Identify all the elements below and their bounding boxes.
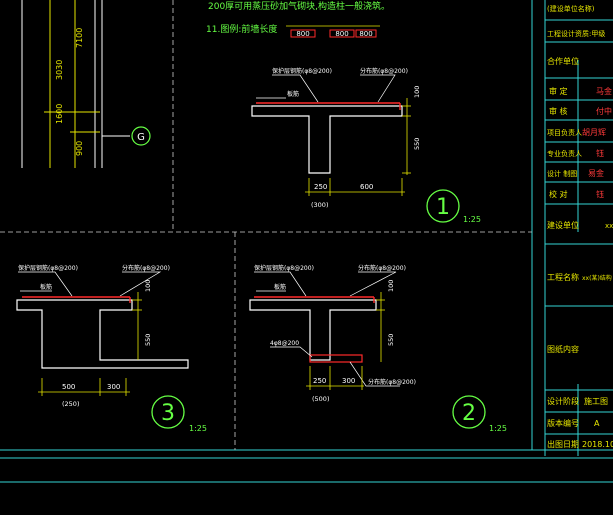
- legend-wall-3: [355, 29, 377, 38]
- detail-2-dim-depth: 550: [387, 334, 395, 346]
- detail-2-label-right: 分布筋(φ8@200): [358, 264, 406, 272]
- detail-2-bottom-rebar: [309, 354, 363, 363]
- detail-1-dim-right: 600: [360, 183, 373, 191]
- plan-dim-900: 900: [75, 141, 84, 156]
- detail-3-leader-left: [18, 271, 73, 297]
- detail-2-number-circle: [452, 395, 486, 429]
- tb-cert: 工程设计资质:甲级: [547, 29, 605, 38]
- detail-3-label-right: 分布筋(φ8@200): [122, 264, 170, 272]
- detail-2-bottom-label: 分布筋(φ8@200): [368, 378, 416, 386]
- legend-wall-1: [290, 29, 316, 38]
- detail-1: 保护层钢筋(φ8@200) 分布筋(φ8@200) 板筋 100 550 250…: [251, 67, 481, 224]
- detail-2-leader-bar: [270, 346, 313, 358]
- tb-label-stage: 设计阶段: [547, 396, 579, 406]
- detail-2: 保护层钢筋(φ8@200) 分布筋(φ8@200) 板筋 4φ8@200 分布筋…: [249, 264, 507, 433]
- detail-3: 保护层钢筋(φ8@200) 分布筋(φ8@200) 板筋 100 550 500…: [16, 264, 207, 433]
- tb-value-discipline-lead: 钰: [596, 148, 604, 158]
- tb-value-approve: 马金: [596, 86, 612, 96]
- tb-value-review: 付中: [596, 106, 612, 116]
- tb-label-check: 校 对: [549, 189, 568, 199]
- detail-1-label-left: 保护层钢筋(φ8@200): [272, 67, 332, 75]
- axis-marker-label: G: [137, 132, 145, 143]
- plan-fragment: G 3030 7100 1600 900: [21, 0, 151, 168]
- plan-dim-7100: 7100: [75, 28, 84, 48]
- tb-value-design: 易金: [588, 168, 604, 178]
- drawing-frame: [0, 0, 613, 483]
- plan-dim-1600: 1600: [55, 104, 64, 124]
- detail-1-section-outline: [251, 105, 403, 174]
- detail-1-leader-left: [272, 74, 319, 103]
- detail-1-slab-tag: 板筋: [287, 90, 299, 98]
- detail-2-section-outline: [249, 299, 377, 361]
- note-line-1: 200厚可用蒸压砂加气砌块,构造柱一般浇筑。: [208, 0, 390, 12]
- tb-header: (建设单位名称): [547, 4, 595, 13]
- detail-3-dim-left: 500: [62, 383, 75, 391]
- tb-label-discipline-lead: 专业负责人: [547, 149, 582, 158]
- detail-2-label-left: 保护层钢筋(φ8@200): [254, 264, 314, 272]
- legend-dim-3: 800: [359, 30, 372, 38]
- detail-2-bottom-bar: 4φ8@200: [270, 340, 299, 347]
- tb-value-check: 钰: [596, 189, 604, 199]
- tb-label-approve: 审 定: [549, 86, 568, 96]
- detail-2-dim-right: 300: [342, 377, 355, 385]
- detail-1-label-right: 分布筋(φ8@200): [360, 67, 408, 75]
- tb-value-project-lead: 胡月辉: [582, 127, 606, 137]
- detail-3-leader-right: [119, 271, 162, 297]
- detail-3-number: 3: [161, 401, 175, 426]
- detail-1-dim-top: 100: [413, 86, 421, 98]
- tb-label-cooperation: 合作单位: [547, 56, 579, 66]
- detail-3-section-outline: [16, 299, 189, 369]
- tb-label-review: 审 核: [549, 106, 568, 116]
- axis-marker-circle: [131, 126, 151, 146]
- tb-label-design: 设计 制图: [547, 169, 577, 178]
- detail-1-dim-depth: 550: [413, 138, 421, 150]
- detail-2-dim-left: 250: [313, 377, 326, 385]
- detail-3-dim-top: 100: [144, 280, 152, 292]
- detail-1-number-circle: [426, 189, 460, 223]
- detail-3-dim-sub: (250): [62, 400, 79, 408]
- tb-label-project-name: 工程名称: [547, 272, 579, 282]
- detail-2-number: 2: [462, 401, 476, 426]
- legend-dim-1: 800: [296, 30, 309, 38]
- detail-2-scale: 1:25: [489, 424, 507, 433]
- note-line-2: 11.图例:前墙长度: [206, 23, 277, 35]
- detail-3-scale: 1:25: [189, 424, 207, 433]
- tb-label-client: 建设单位: [547, 220, 579, 230]
- detail-1-dim-left: 250: [314, 183, 327, 191]
- tb-value-project-name: xx(某)结构: [582, 274, 612, 282]
- detail-2-leader-right: [349, 271, 397, 297]
- legend-wall-samples: 800 800 800: [286, 25, 380, 38]
- detail-2-dim-sub: (500): [312, 395, 329, 403]
- detail-3-dim-right: 300: [107, 383, 120, 391]
- tb-value-client: xx: [605, 222, 613, 230]
- legend-dim-2: 800: [335, 30, 348, 38]
- tb-label-drawing-content: 图纸内容: [547, 344, 579, 354]
- tb-value-stage: 施工图: [584, 396, 608, 406]
- general-notes: 200厚可用蒸压砂加气砌块,构造柱一般浇筑。 11.图例:前墙长度 800 80…: [206, 0, 390, 38]
- detail-1-number: 1: [436, 195, 450, 220]
- tb-label-version: 版本编号: [547, 418, 579, 428]
- title-block: (建设单位名称) 工程设计资质:甲级 合作单位 审 定 马金 审 核 付中 项目…: [544, 0, 613, 456]
- detail-3-number-circle: [151, 395, 185, 429]
- detail-2-leader-left: [254, 271, 307, 297]
- legend-wall-2: [329, 29, 355, 38]
- detail-1-dim-sub: (300): [311, 201, 328, 209]
- detail-1-scale: 1:25: [463, 215, 481, 224]
- tb-label-issue-date: 出图日期: [547, 439, 579, 449]
- detail-2-leader-bottom: [349, 361, 400, 387]
- detail-3-label-left: 保护层钢筋(φ8@200): [18, 264, 78, 272]
- tb-value-version: A: [594, 419, 600, 428]
- view-separators: [0, 0, 532, 450]
- detail-3-dim-depth: 550: [144, 334, 152, 346]
- plan-dim-3030: 3030: [55, 60, 64, 80]
- detail-1-leader-right: [360, 74, 396, 103]
- detail-2-dim-top: 100: [387, 280, 395, 292]
- tb-label-project-lead: 项目负责人: [547, 128, 582, 137]
- detail-2-slab-tag: 板筋: [274, 283, 286, 291]
- detail-3-slab-tag: 板筋: [40, 283, 52, 291]
- tb-value-issue-date: 2018.10: [582, 440, 613, 449]
